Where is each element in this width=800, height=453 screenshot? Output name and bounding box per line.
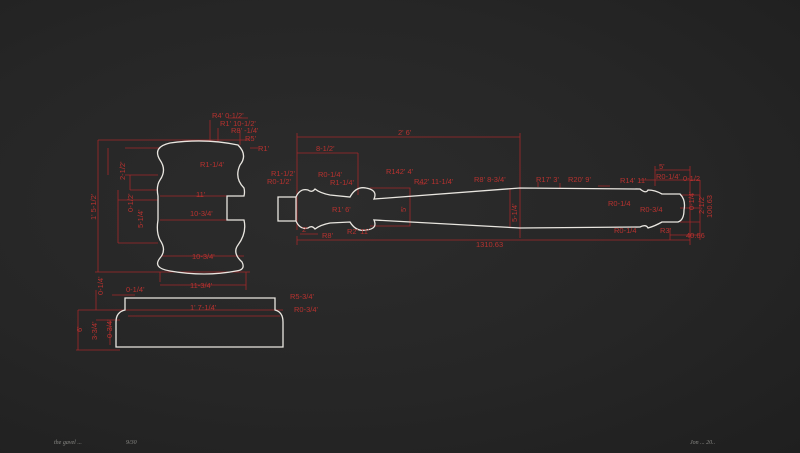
dim-label: 2-1/2' — [697, 195, 706, 214]
dim-label: 8-1/2' — [316, 144, 335, 153]
dim-label: 10-3/4' — [192, 252, 215, 261]
dim-label: 0-1/2 — [683, 174, 700, 183]
head-dimension-labels: R4' 0-1/2' R1' 10-1/2' R8' -1/4' R5' R1'… — [89, 111, 270, 290]
dim-label: R2' 11' — [347, 227, 370, 236]
handle-dimension-labels: 2' 6' 8-1/2' R1-1/2' R0-1/2' R0-1/4' R1-… — [267, 128, 714, 249]
dim-label: R0-1/4' — [318, 170, 343, 179]
dim-label: 2' 6' — [398, 128, 412, 137]
dimension-lines — [76, 117, 701, 351]
gavel-handle-outline — [277, 187, 686, 231]
dim-label: R0-1/4' — [656, 172, 681, 181]
dim-label: R8' -1/4' — [231, 126, 259, 135]
dim-label: R42' 11-1/4' — [414, 177, 454, 186]
dim-label: 11' — [196, 190, 206, 199]
pencil-title: the gavel ... — [54, 440, 82, 446]
dim-label: R17' 3' — [536, 175, 559, 184]
dim-label: 1' 7-1/4' — [190, 303, 217, 312]
dim-label: 5' — [399, 206, 408, 212]
dim-label: R14' 11' — [620, 176, 647, 185]
dim-label: R0-1/4 — [608, 199, 631, 208]
dim-label: 6' — [75, 326, 84, 332]
dim-label: R1' — [258, 144, 270, 153]
dim-label: 3-3/4' — [90, 321, 99, 340]
dim-label: 11-3/4' — [190, 281, 213, 290]
edition-number: 9/30 — [126, 440, 137, 446]
dim-label: R1-1/4' — [200, 160, 225, 169]
dim-label: 0-1/4' — [126, 285, 145, 294]
dim-label: R5-3/4' — [290, 292, 315, 301]
dim-label: R8' 8-3/4' — [474, 175, 506, 184]
dim-label: R4' 0-1/2' — [212, 111, 244, 120]
dim-label: 1' 5-1/2' — [89, 193, 98, 220]
gavel-head-outline — [156, 140, 246, 275]
dim-label: 5' — [659, 162, 665, 171]
dim-label: R0-3/4 — [640, 205, 663, 214]
dim-label: R20' 9' — [568, 175, 591, 184]
dim-label: R3' — [660, 226, 672, 235]
dim-label: R1' 6' — [332, 205, 351, 214]
dim-label: R8' — [322, 231, 334, 240]
pencil-inscriptions: the gavel ... 9/30 Jon ... 20.. — [54, 440, 715, 446]
dim-label: 5-1/4' — [136, 209, 145, 228]
gavel-outlines — [115, 140, 686, 348]
dim-label: 1310.63 — [476, 240, 503, 249]
dim-label: 5-1/4' — [510, 203, 519, 222]
dim-label: R1-1/4' — [330, 178, 355, 187]
dim-label: R142' 4' — [386, 167, 414, 176]
artist-signature: Jon ... 20.. — [690, 440, 715, 446]
dim-label: 40.66 — [686, 231, 705, 240]
dim-label: R1' 10-1/2' — [220, 119, 256, 128]
dim-label: R5' — [245, 134, 257, 143]
dim-label: R0-3/4' — [294, 305, 319, 314]
base-dimension-labels: 0-1/4' 0-1/4' 1' 7-1/4' R5-3/4' R0-3/4' … — [75, 276, 319, 340]
dim-label: 0-1/2' — [126, 193, 135, 212]
dim-label: R0-1/2' — [267, 177, 292, 186]
dim-label: R1-1/2' — [271, 169, 296, 178]
dim-label: 0-1/4' — [687, 191, 696, 210]
dim-label: 0-1/4' — [96, 276, 105, 295]
gavel-base-outline — [115, 297, 284, 348]
dim-label: 100.63 — [705, 195, 714, 218]
dim-label: R0-1/4 — [614, 226, 637, 235]
dim-label: 2-1/2' — [118, 161, 127, 180]
dim-label: 10-3/4' — [190, 209, 213, 218]
dim-label: 2' — [302, 225, 308, 234]
dim-label: 0-3/4' — [105, 319, 114, 338]
